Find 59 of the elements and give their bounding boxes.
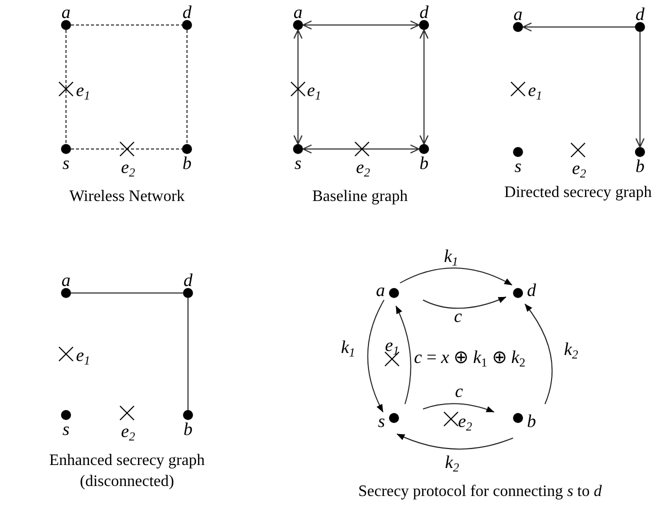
arrow: [400, 268, 512, 286]
connector-line: [70, 24, 182, 26]
arrow: [396, 434, 514, 450]
node-label: b: [182, 155, 192, 171]
edge-label: k$_{2}$: [445, 452, 460, 472]
node-label: d: [182, 4, 192, 20]
node-label: b: [184, 421, 192, 437]
connector-line: [186, 30, 188, 144]
node-label: d: [636, 6, 644, 22]
mark-label: e$_{2}$: [356, 157, 370, 177]
arrow: [422, 296, 506, 309]
node-label: a: [62, 272, 70, 288]
caption: Directed secrecy graph: [503, 183, 653, 203]
arrow: [302, 20, 420, 30]
node-label: b: [636, 158, 644, 174]
mark-label: e$_{1}$: [385, 335, 400, 355]
mark-label: e$_{2}$: [121, 157, 136, 177]
mark-label: e$_{2}$: [458, 411, 472, 431]
arrow: [367, 300, 384, 412]
arrow: [396, 306, 412, 404]
edge-label: c: [454, 306, 462, 326]
mark-label: e$_{1}$: [307, 80, 322, 100]
node-label: b: [420, 155, 428, 171]
arrow: [522, 22, 636, 32]
mark-label: e$_{2}$: [572, 158, 586, 178]
node-label: d: [184, 272, 192, 288]
arrow: [419, 29, 429, 145]
mark-label: e$_{2}$: [121, 421, 136, 441]
mark-label: e$_{1}$: [76, 80, 90, 100]
arrow: [635, 32, 645, 148]
node-label: s: [378, 413, 385, 429]
node-label: a: [376, 282, 385, 298]
caption: Enhanced secrecy graph (disconnected): [48, 451, 206, 492]
node-label: s: [294, 155, 302, 171]
node-label: b: [527, 413, 536, 429]
node-label: a: [294, 4, 302, 20]
mark-label: e$_{1}$: [76, 345, 90, 365]
caption: Secrecy protocol for connecting s to d: [357, 482, 603, 502]
arrow: [293, 29, 303, 145]
connector-line: [70, 292, 184, 294]
connector-line: [70, 148, 182, 150]
caption: Baseline graph: [311, 187, 409, 207]
edge-label: k$_{1}$: [341, 337, 356, 357]
node-label: d: [420, 4, 428, 20]
edge-label: k$_{1}$: [444, 246, 458, 266]
arrow: [524, 304, 553, 404]
edge-label: k$_{2}$: [564, 339, 578, 359]
arrow: [302, 144, 420, 154]
equation: c = x ⊕ k$_{1}$ ⊕ k$_{2}$: [414, 347, 526, 367]
node-label: a: [62, 4, 70, 20]
node-label: d: [527, 282, 536, 298]
node-label: a: [514, 6, 522, 22]
node-label: s: [514, 158, 522, 174]
mark-label: e$_{1}$: [528, 80, 542, 100]
caption: Wireless Network: [68, 187, 186, 207]
node-label: s: [62, 421, 70, 437]
edge-label: c: [455, 381, 463, 401]
arrow: [422, 403, 494, 412]
node-label: s: [62, 155, 70, 171]
